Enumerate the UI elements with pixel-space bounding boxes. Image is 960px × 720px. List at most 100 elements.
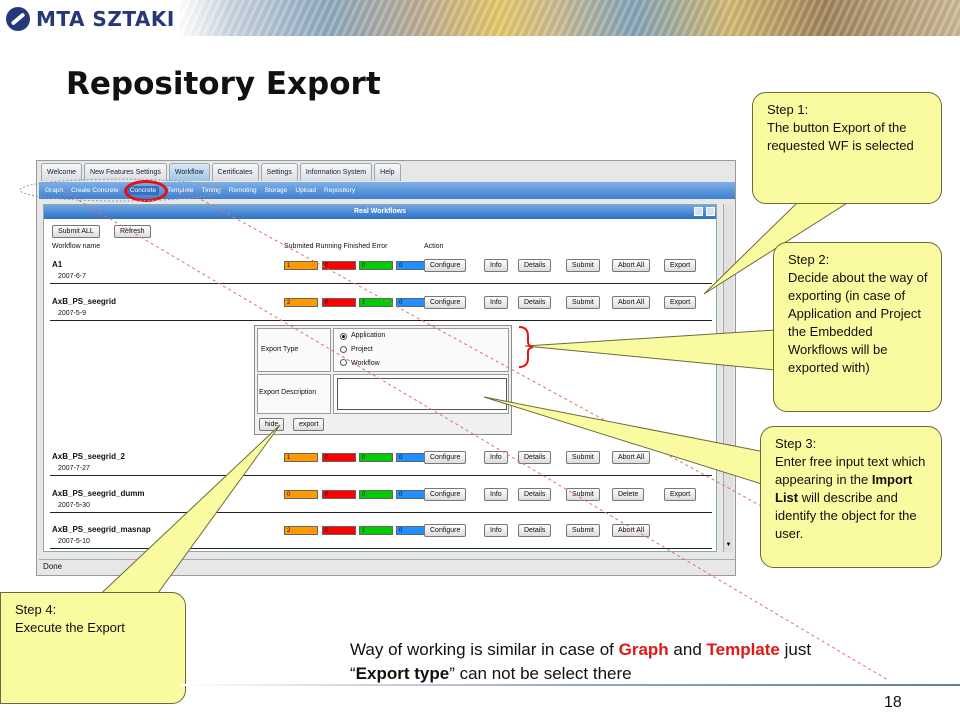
logo-text: MTA SZTAKI	[36, 7, 175, 31]
row-delete-button[interactable]: Delete	[612, 488, 645, 501]
panel-header: Real Workflows	[44, 205, 716, 219]
row-abort-all-button[interactable]: Abort All	[612, 451, 651, 464]
status-bar: Done	[39, 559, 735, 574]
row-info-button[interactable]: Info	[484, 488, 508, 501]
row-configure-button[interactable]: Configure	[424, 259, 467, 272]
hide-button[interactable]: hide	[259, 418, 285, 431]
row-details-button[interactable]: Details	[518, 524, 552, 537]
row-info-button[interactable]: Info	[484, 451, 508, 464]
workflow-date: 2007-5-9	[58, 310, 87, 317]
radio-application[interactable]	[340, 333, 347, 340]
banner-texture	[180, 0, 960, 36]
status-count: 0	[359, 490, 393, 499]
note-graph: Graph	[618, 640, 669, 659]
status-count: 0	[322, 453, 356, 462]
minimize-icon[interactable]	[694, 207, 703, 216]
row-configure-button[interactable]: Configure	[424, 524, 467, 537]
col-status: Submited Running Finished Error	[284, 243, 388, 250]
col-action: Action	[424, 243, 444, 250]
row-separator	[50, 512, 712, 513]
subtab-graph[interactable]: Graph	[45, 187, 64, 194]
subtab-template[interactable]: Template	[167, 187, 194, 194]
workflow-date: 2007-7-27	[58, 465, 90, 472]
subtab-timing[interactable]: Timing	[201, 187, 221, 194]
status-count: 1	[284, 261, 318, 270]
workflow-name: AxB_PS_seegrid_dumm	[52, 489, 145, 498]
row-submit-button[interactable]: Submit	[566, 524, 600, 537]
row-configure-button[interactable]: Configure	[424, 296, 467, 309]
export-desc-cell	[333, 374, 509, 414]
step4-head: Step 4:	[15, 602, 57, 617]
submit-all-button[interactable]: Submit ALL	[52, 225, 100, 238]
scrollbar[interactable]: ▼	[723, 204, 733, 552]
scroll-down-icon[interactable]: ▼	[725, 542, 732, 548]
row-configure-button[interactable]: Configure	[424, 488, 467, 501]
row-configure-button[interactable]: Configure	[424, 451, 467, 464]
tab-welcome[interactable]: Welcome	[41, 163, 83, 181]
status-count: 0	[322, 298, 356, 307]
row-submit-button[interactable]: Submit	[566, 488, 600, 501]
status-count: 0	[322, 526, 356, 535]
tab-certificates[interactable]: Certificates	[211, 163, 259, 181]
row-details-button[interactable]: Details	[518, 259, 552, 272]
row-submit-button[interactable]: Submit	[566, 296, 600, 309]
tab-settings[interactable]: Settings	[260, 163, 298, 181]
row-export-button[interactable]: Export	[664, 488, 697, 501]
row-separator	[50, 548, 712, 549]
row-separator	[50, 283, 712, 284]
export-description-textarea[interactable]	[337, 378, 507, 410]
export-type-options: Application Project Workflow	[333, 328, 509, 372]
export-type-label-cell: Export Type	[257, 328, 331, 372]
row-abort-all-button[interactable]: Abort All	[612, 296, 651, 309]
tab-information-system[interactable]: Information System	[299, 163, 373, 181]
row-details-button[interactable]: Details	[518, 296, 552, 309]
step4-body: Execute the Export	[15, 620, 125, 635]
row-submit-button[interactable]: Submit	[566, 259, 600, 272]
subtab-upload[interactable]: Upload	[295, 187, 317, 194]
step3-body: Enter free input text which appearing in…	[775, 453, 931, 543]
step2-head: Step 2:	[788, 252, 830, 267]
row-export-button[interactable]: Export	[664, 296, 697, 309]
footnote: Way of working is similar in case of Gra…	[350, 638, 950, 686]
subtab-repository[interactable]: Repository	[324, 187, 356, 194]
logo-mark-icon	[6, 7, 30, 31]
radio-workflow[interactable]	[340, 359, 347, 366]
row-info-button[interactable]: Info	[484, 259, 508, 272]
workflow-date: 2007-5-10	[58, 538, 90, 545]
note-t2: and	[668, 640, 707, 659]
subtab-remoting[interactable]: Remoting	[228, 187, 257, 194]
tab-workflow[interactable]: Workflow	[168, 163, 210, 181]
status-count: 0	[322, 261, 356, 270]
row-details-button[interactable]: Details	[518, 451, 552, 464]
step3-pre: Enter free input text which appearing in…	[775, 454, 926, 487]
callout-step4: Step 4: Execute the Export	[0, 592, 186, 704]
callout-step1: Step 1: The button Export of the request…	[752, 92, 942, 204]
step3-head: Step 3:	[775, 436, 817, 451]
row-abort-all-button[interactable]: Abort All	[612, 524, 651, 537]
option-project: Project	[351, 346, 373, 353]
row-info-button[interactable]: Info	[484, 524, 508, 537]
status-count: 0	[322, 490, 356, 499]
tab-new-features-settings[interactable]: New Features Settings	[84, 163, 167, 181]
workflow-date: 2007-5-30	[58, 502, 90, 509]
subtab-create-concrete[interactable]: Create Concrete	[71, 187, 119, 194]
note-bold: Export type	[355, 664, 450, 683]
export-submit-button[interactable]: export	[293, 418, 325, 431]
radio-project[interactable]	[340, 346, 347, 353]
row-export-button[interactable]: Export	[664, 259, 697, 272]
refresh-button[interactable]: Refresh	[114, 225, 151, 238]
page-title: Repository Export	[66, 66, 381, 102]
col-workflow-name: Workflow name	[52, 243, 101, 250]
row-info-button[interactable]: Info	[484, 296, 508, 309]
status-count: 1	[284, 453, 318, 462]
note-t1: Way of working is similar in case of	[350, 640, 619, 659]
row-abort-all-button[interactable]: Abort All	[612, 259, 651, 272]
tab-help[interactable]: Help	[374, 163, 401, 181]
maximize-icon[interactable]	[706, 207, 715, 216]
subtab-storage[interactable]: Storage	[264, 187, 288, 194]
row-submit-button[interactable]: Submit	[566, 451, 600, 464]
row-details-button[interactable]: Details	[518, 488, 552, 501]
status-count: 0	[359, 261, 393, 270]
